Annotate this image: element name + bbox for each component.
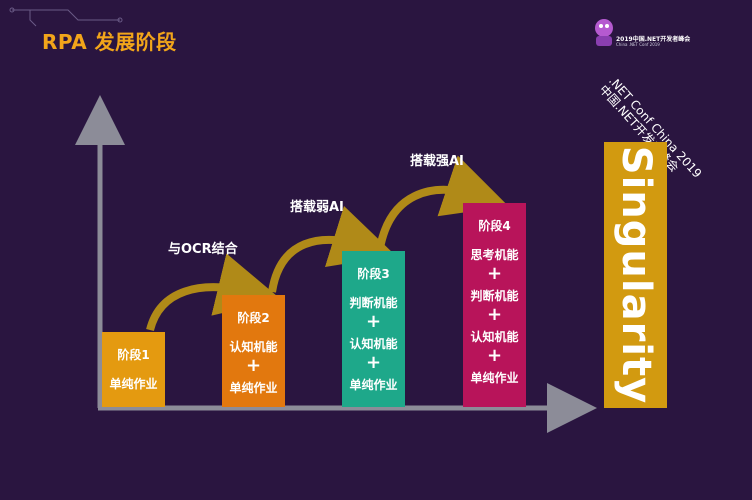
plus-sign: + [486, 263, 503, 284]
stage-item: 认知机能 [349, 337, 398, 351]
stage-2-box: 阶段2 认知机能 + 单纯作业 [222, 295, 285, 407]
transition-label-3: 搭载强AI [410, 154, 464, 169]
stage-label: 阶段2 [237, 311, 270, 325]
plus-sign: + [245, 355, 262, 376]
plus-sign: + [365, 352, 382, 373]
stage-item: 认知机能 [470, 330, 519, 344]
page-title: RPA 发展阶段 [42, 30, 177, 54]
circuit-decoration [9, 7, 123, 27]
stage-item: 单纯作业 [229, 381, 278, 395]
transition-arrow-2 [268, 205, 396, 293]
stage-label: 阶段4 [478, 219, 511, 233]
stage-item: 判断机能 [349, 296, 398, 310]
logo-tag: 2019中国.NET开发者峰会 [616, 36, 691, 43]
transition-arrow-3 [376, 155, 509, 249]
stage-label: 阶段1 [117, 348, 150, 362]
stage-item: 单纯作业 [470, 371, 519, 385]
stage-item: 认知机能 [229, 340, 278, 354]
singularity-label: Singularity [612, 145, 659, 405]
logo-subtitle: China .NET Conf 2019 [616, 42, 660, 47]
stage-4-box: 阶段4 思考机能 + 判断机能 + 认知机能 + 单纯作业 [463, 203, 526, 407]
stage-item: 单纯作业 [109, 377, 158, 391]
stage-item: 思考机能 [470, 248, 519, 262]
stage-item: 判断机能 [470, 289, 519, 303]
plus-sign: + [365, 311, 382, 332]
stage-label: 阶段3 [357, 267, 390, 281]
singularity-box: Singularity [604, 142, 667, 408]
mascot-icon [595, 19, 613, 46]
stage-item: 单纯作业 [349, 378, 398, 392]
stage-3-box: 阶段3 判断机能 + 认知机能 + 单纯作业 [342, 251, 405, 407]
conference-logo: 2019中国.NET开发者峰会 China .NET Conf 2019 .NE… [586, 4, 746, 181]
transition-label-1: 与OCR结合 [168, 242, 238, 257]
transition-arrow-1 [146, 253, 282, 332]
transition-label-2: 搭载弱AI [290, 200, 344, 215]
stage-1-box: 阶段1 单纯作业 [102, 332, 165, 407]
plus-sign: + [486, 304, 503, 325]
plus-sign: + [486, 345, 503, 366]
